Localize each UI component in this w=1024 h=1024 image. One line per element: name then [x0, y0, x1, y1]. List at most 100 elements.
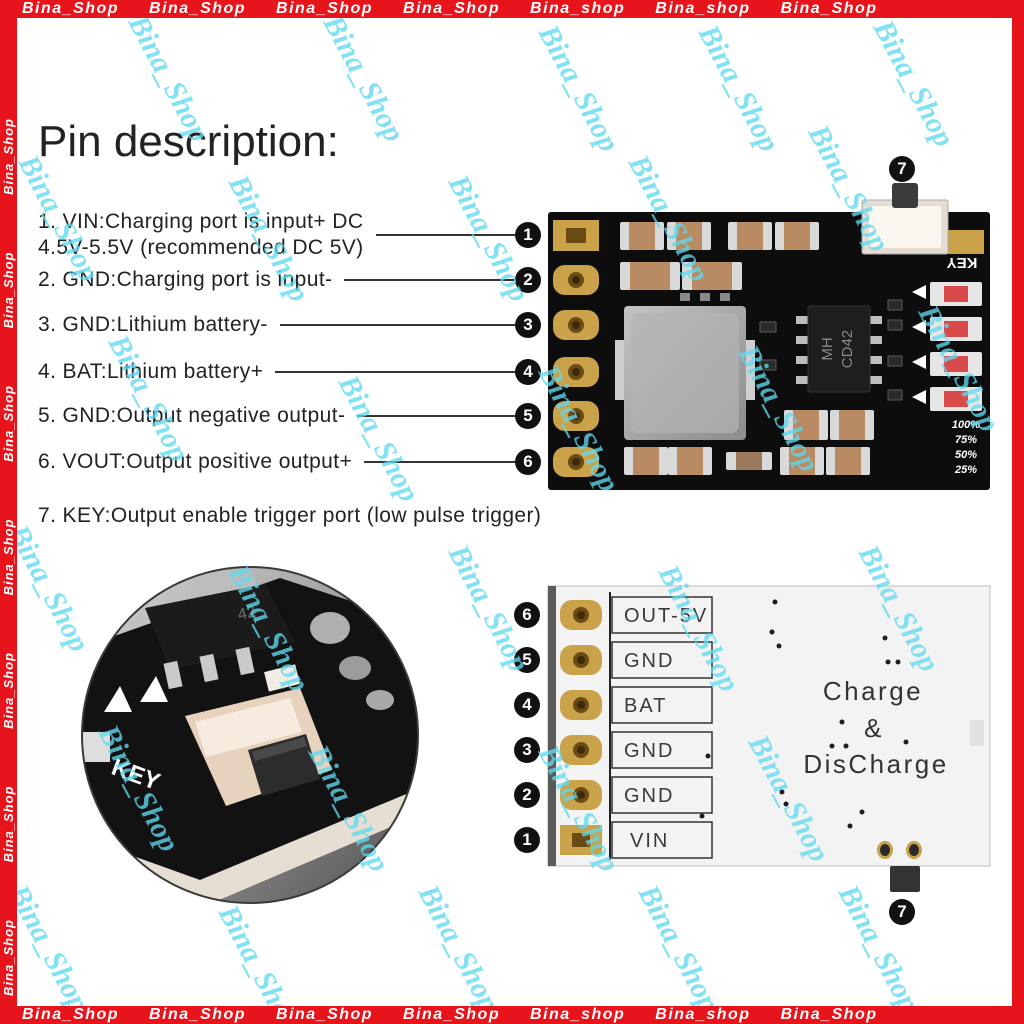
smd-resistor [887, 389, 903, 401]
pad-out-5v [560, 600, 602, 630]
pad-vin [560, 825, 602, 855]
pin-description-key: 7. KEY:Output enable trigger port (low p… [38, 504, 542, 527]
pad-gnd-charge [553, 265, 599, 295]
leader-line [375, 234, 515, 236]
board-title-ampersand: & [864, 713, 884, 743]
smd-resistor [887, 355, 903, 367]
arrow-icon [104, 686, 132, 712]
bottom-board: OUT-5V GND BAT GND GND VIN Charge & DisC… [547, 585, 991, 892]
pad-vin [553, 220, 599, 251]
pad-bat [560, 690, 602, 720]
pin-description-gnd-output: 5. GND:Output negative output- 5 [38, 403, 541, 429]
switch-solder-pad [946, 230, 984, 254]
smd-resistor [700, 293, 710, 301]
pin-label-vin: VIN [630, 830, 669, 852]
smd-capacitor [620, 222, 664, 250]
leader-line [364, 461, 515, 463]
frame-strip-right [1012, 0, 1024, 1024]
pin-description-bat: 4. BAT:Lithium battery+ 4 [38, 359, 541, 385]
board-notch [970, 720, 984, 746]
smd-capacitor [726, 452, 772, 470]
pin-text: 3. GND:Lithium battery- [38, 313, 268, 336]
top-board: MH CD42 100% 75% 50% 25% KEY [548, 183, 990, 490]
page-title: Pin description: [38, 117, 339, 166]
closeup-chip-leg [199, 653, 219, 683]
closeup-led [264, 664, 300, 692]
board-title: Charge & DisCharge [803, 676, 948, 779]
smd-capacitor [784, 410, 828, 440]
closeup-switch-face [195, 698, 302, 757]
bottom-pin-marker: 5 [514, 647, 540, 673]
pin-label-bat: BAT [624, 695, 667, 717]
bottom-pin-marker: 2 [514, 782, 540, 808]
battery-level-50: 50% [955, 449, 977, 461]
smd-resistor [759, 321, 777, 333]
pin-number-marker: 5 [515, 403, 541, 429]
pin-number-marker: 4 [515, 359, 541, 385]
smd-capacitor [780, 447, 824, 475]
closeup-component [310, 612, 350, 644]
pin-text: 1. VIN:Charging port is input+ DC 4.5V-5… [38, 209, 364, 261]
smd-capacitor [620, 262, 680, 290]
pin-description-vout: 6. VOUT:Output positive output+ 6 [38, 449, 541, 475]
pad-bat [553, 357, 599, 387]
charge-ic-chip: MH CD42 [796, 305, 882, 393]
smd-capacitor [668, 447, 712, 475]
smd-resistor [720, 293, 730, 301]
board-vias [699, 599, 909, 829]
pad-gnd [560, 645, 602, 675]
watermark-strip-bottom: Bina_Shop Bina_Shop Bina_Shop Bina_Shop … [0, 1006, 1024, 1024]
pin-label-gnd: GND [624, 650, 674, 672]
leader-line [357, 415, 515, 417]
smd-capacitor [826, 447, 870, 475]
pin-text-line1: 1. VIN:Charging port is input+ DC [38, 210, 364, 233]
pin-description-gnd-battery: 3. GND:Lithium battery- 3 [38, 312, 541, 338]
pad-gnd [560, 735, 602, 765]
leader-line [279, 324, 515, 326]
bottom-label-boxes [611, 596, 713, 859]
smd-capacitor [667, 222, 711, 250]
bottom-board-edge [548, 586, 556, 866]
board-title-discharge: DisCharge [803, 749, 948, 779]
closeup-photo-frame [81, 566, 419, 904]
led [930, 282, 982, 306]
pad-gnd-battery [553, 310, 599, 340]
smd-components [620, 222, 903, 475]
closeup-chip-leg [235, 646, 255, 676]
led-indicators: 100% 75% 50% 25% [912, 282, 982, 476]
pin-label-gnd: GND [624, 740, 674, 762]
watermark-strip-left: Bina_Shop Bina_Shop Bina_Shop Bina_Shop … [0, 18, 17, 1006]
led [930, 387, 982, 411]
pin-label-gnd: GND [624, 785, 674, 807]
pin-text: 4. BAT:Lithium battery+ [38, 360, 264, 383]
board-title-charge: Charge [823, 676, 923, 706]
smd-resistor [680, 293, 690, 301]
closeup-component [339, 656, 371, 680]
watermark-strip-left-text: Bina_Shop Bina_Shop Bina_Shop Bina_Shop … [1, 118, 16, 996]
arrow-icon [140, 676, 168, 702]
arrow-icon [912, 285, 926, 299]
bottom-pin-marker: 6 [514, 602, 540, 628]
led [930, 352, 982, 376]
closeup-component [366, 690, 394, 710]
bottom-pin-marker: 1 [514, 827, 540, 853]
bottom-board-pcb [547, 585, 991, 867]
switch-underside [877, 841, 922, 892]
pin-number-marker: 2 [515, 267, 541, 293]
watermark-strip-top: Bina_Shop Bina_Shop Bina_Shop Bina_Shop … [0, 0, 1024, 18]
smd-resistor [887, 299, 903, 311]
smd-resistor [887, 319, 903, 331]
key-silkscreen-label: KEY [947, 254, 978, 271]
pin-text: 6. VOUT:Output positive output+ [38, 450, 353, 473]
leader-line [344, 279, 515, 281]
pin-text-line2: 4.5V-5.5V (recommended DC 5V) [38, 236, 364, 259]
pin-text: 5. GND:Output negative output- [38, 404, 346, 427]
tactile-switch [861, 183, 949, 255]
pad-gnd [560, 780, 602, 810]
pin-text: 2. GND:Charging port is input- [38, 268, 333, 291]
smd-capacitor [775, 222, 819, 250]
chip-marking-line2: CD42 [839, 330, 856, 368]
switch-button [890, 866, 920, 892]
